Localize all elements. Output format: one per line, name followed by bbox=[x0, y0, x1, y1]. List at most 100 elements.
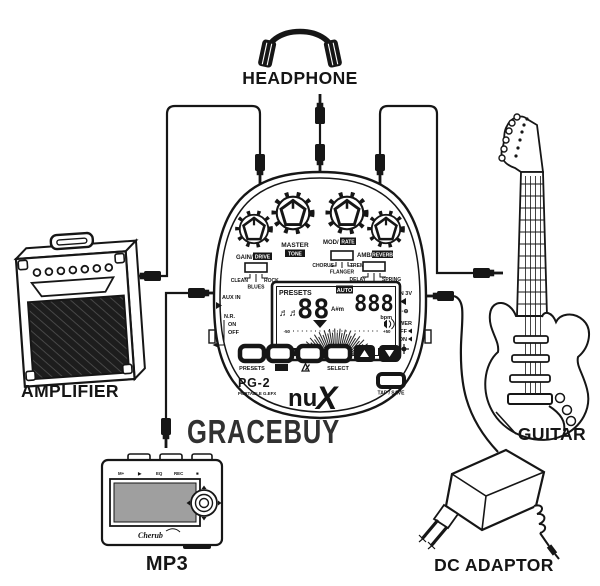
guitar-pickup bbox=[513, 335, 549, 344]
guitar-tuners bbox=[498, 113, 529, 162]
power-on-arrow-icon bbox=[408, 336, 412, 342]
gain-alt-label: DRIVE bbox=[255, 255, 271, 261]
mod-switch-left: CHORUS bbox=[312, 263, 334, 269]
power-on-label: ON bbox=[399, 337, 407, 343]
headphone-plug-upper bbox=[315, 94, 325, 124]
master-label: MASTER bbox=[281, 242, 309, 249]
aux-in-label: AUX IN bbox=[222, 295, 241, 301]
nr-label: N.R. bbox=[224, 314, 235, 320]
mp3-illustration: M+ ▶ EQ REC ■ Cherub bbox=[100, 453, 224, 549]
dpad-down-icon bbox=[201, 517, 207, 521]
mp3-cable bbox=[161, 288, 218, 448]
cursor-down-icon bbox=[313, 320, 327, 328]
power-off-label: OFF bbox=[396, 329, 408, 335]
pedal-buttons bbox=[237, 343, 400, 364]
mp3-btn-3: EQ bbox=[156, 471, 163, 476]
power-label: POWER bbox=[391, 321, 412, 327]
dc-adaptor-label: DC ADAPTOR bbox=[434, 555, 554, 575]
pedal-device: GAIN/ DRIVE MASTER TONE MOD/ RATE AMB/ R… bbox=[208, 170, 432, 420]
amp-out-plug bbox=[255, 154, 265, 184]
guitar-pickup bbox=[509, 374, 551, 383]
power-stick-icon bbox=[399, 344, 409, 354]
amb-switch-right: SPRING bbox=[382, 277, 401, 283]
mp3-brand: Cherub bbox=[138, 531, 163, 540]
guitar-pickup bbox=[511, 354, 550, 363]
bpm-value: 888 bbox=[354, 292, 394, 317]
dpad-left-icon bbox=[186, 500, 190, 506]
bpm-label: bpm bbox=[380, 315, 392, 321]
drum-badge bbox=[275, 364, 288, 371]
dpad-right-icon bbox=[218, 500, 222, 506]
guitar-cable bbox=[375, 104, 503, 278]
nr-off-label: OFF bbox=[228, 330, 240, 336]
amplifier-illustration bbox=[13, 231, 146, 388]
footswitch-2 bbox=[265, 343, 295, 364]
rhythm-notes-icon: ♬♬ bbox=[279, 308, 299, 319]
nr-arrow-icon bbox=[212, 342, 218, 348]
footswitch-1 bbox=[237, 343, 267, 364]
amp-grille bbox=[26, 294, 131, 381]
lcd-presets-label: PRESETS bbox=[279, 290, 312, 297]
headphone-label: HEADPHONE bbox=[242, 68, 357, 88]
auto-badge: AUTO bbox=[337, 288, 353, 294]
gain-label: GAIN/ bbox=[236, 255, 253, 261]
amb-switch-left: DELAY bbox=[350, 277, 367, 283]
dc-prongs bbox=[418, 518, 449, 550]
guitar-plug bbox=[473, 268, 503, 278]
tuner-scale-left: -50 bbox=[284, 329, 291, 334]
amplifier-cable bbox=[131, 104, 265, 281]
dc-cable bbox=[424, 291, 499, 453]
footswitch-3 bbox=[295, 343, 325, 364]
gain-switch: CLEAN ROCK BLUES bbox=[231, 262, 279, 291]
mod-switch-center: FLANGER bbox=[330, 270, 355, 276]
nr-on-label: ON bbox=[228, 322, 236, 328]
mp3-plug bbox=[161, 418, 171, 448]
guitar-illustration bbox=[484, 113, 590, 441]
metronome-icon bbox=[300, 361, 311, 372]
guitar-in-plug bbox=[375, 154, 385, 184]
mp3-dpad bbox=[186, 485, 222, 521]
mp3-btn-4: REC bbox=[174, 471, 184, 476]
headphone-cable bbox=[315, 94, 325, 174]
guitar-bridge bbox=[507, 393, 553, 405]
guitar-whammy bbox=[548, 405, 566, 432]
model-subtitle: PORTABLE G.EFX bbox=[238, 391, 276, 396]
dpad-up-icon bbox=[201, 485, 207, 489]
dc-adaptor-illustration bbox=[418, 448, 560, 560]
dc-adaptor-body bbox=[444, 448, 546, 532]
gain-switch-left: CLEAN bbox=[231, 278, 249, 284]
up-arrow-icon bbox=[360, 350, 369, 357]
tuner-scale-right: +50 bbox=[383, 329, 391, 334]
presets-button-label: PRESETS bbox=[239, 366, 265, 372]
mod-label: MOD/ bbox=[323, 240, 339, 246]
aux-in-arrow-icon bbox=[216, 302, 222, 309]
guitar-label: GUITAR bbox=[518, 424, 586, 444]
headphone-band bbox=[263, 28, 337, 61]
mp3-label: MP3 bbox=[146, 553, 188, 575]
select-button-label: SELECT bbox=[327, 366, 349, 372]
amplifier-label: AMPLIFIER bbox=[21, 381, 119, 401]
headphone-icon bbox=[258, 28, 342, 68]
gain-switch-center: BLUES bbox=[248, 285, 266, 291]
footswitch-4 bbox=[323, 343, 353, 364]
note-name: A#m bbox=[331, 307, 344, 313]
guitar-body bbox=[484, 302, 590, 441]
mp3-btn-1: M+ bbox=[118, 471, 125, 476]
mod-alt-label: RATE bbox=[341, 240, 355, 246]
gain-switch-right: ROCK bbox=[264, 278, 279, 284]
dc-plug bbox=[424, 291, 454, 301]
dc-cord-coil bbox=[533, 504, 547, 534]
guitar-headstock bbox=[500, 115, 545, 173]
nux-logo-x: X bbox=[314, 380, 339, 416]
watermark: GRACEBUY bbox=[187, 413, 340, 450]
power-off-arrow-icon bbox=[408, 328, 412, 334]
down-arrow-icon bbox=[385, 350, 394, 357]
tap-save-label: TAP / SAVE bbox=[378, 391, 406, 397]
nux-logo-nu: nu bbox=[288, 385, 317, 412]
master-alt-label: TONE bbox=[288, 252, 302, 258]
amp-knobs bbox=[32, 263, 114, 277]
dc-in-arrow-icon bbox=[400, 298, 406, 305]
mp3-btn-5: ■ bbox=[196, 471, 199, 476]
